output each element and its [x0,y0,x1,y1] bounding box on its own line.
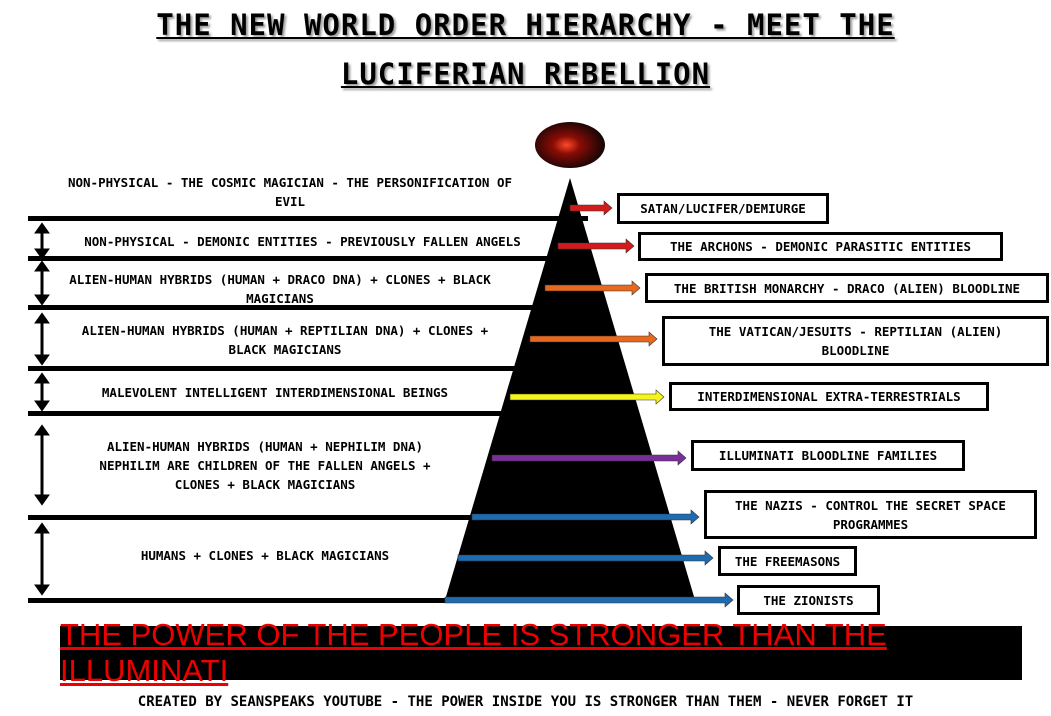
pointer-arrow-icon [444,592,734,608]
level-label: ALIEN-HUMAN HYBRIDS (HUMAN + NEPHILIM DN… [99,439,431,492]
pyramid [445,178,695,600]
group-label: THE BRITISH MONARCHY - DRACO (ALIEN) BLO… [673,280,1021,296]
level-divider [28,411,588,416]
pointer-arrow-icon [557,238,635,254]
group-box: INTERDIMENSIONAL EXTRA-TERRESTRIALS [669,382,989,411]
group-label: THE NAZIS - CONTROL THE SECRET SPACE PRO… [735,497,1006,532]
level-label: ALIEN-HUMAN HYBRIDS (HUMAN + REPTILIAN D… [81,323,489,357]
double-arrow-icon [34,424,50,506]
level-divider [28,216,588,221]
group-box: THE VATICAN/JESUITS - REPTILIAN (ALIEN) … [662,316,1049,366]
footer-credit: CREATED BY SEANSPEAKS YOUTUBE - THE POWE… [137,694,914,710]
level-divider [28,366,588,371]
group-box: THE ZIONISTS [737,585,880,615]
level-label: HUMANS + CLONES + BLACK MAGICIANS [140,548,390,563]
pointer-arrow-icon [529,331,658,347]
slogan-banner: THE POWER OF THE PEOPLE IS STRONGER THAN… [60,617,1022,688]
pointer-arrow-icon [491,450,687,466]
group-label: THE ZIONISTS [763,592,854,608]
group-label: ILLUMINATI BLOODLINE FAMILIES [718,448,938,463]
level-label: NON-PHYSICAL - DEMONIC ENTITIES - PREVIO… [84,234,521,249]
level-divider [28,515,588,520]
double-arrow-icon [34,522,50,596]
pointer-arrow-icon [457,550,714,566]
group-box: ILLUMINATI BLOODLINE FAMILIES [691,440,965,471]
eye-icon [535,122,605,168]
level-label: ALIEN-HUMAN HYBRIDS (HUMAN + DRACO DNA) … [69,272,491,306]
level-divider [28,256,588,261]
level-label: MALEVOLENT INTELLIGENT INTERDIMENSIONAL … [101,385,449,400]
double-arrow-icon [34,260,50,306]
group-box: THE FREEMASONS [718,546,857,576]
pointer-arrow-icon [509,389,665,405]
level-divider [28,305,588,310]
group-label: SATAN/LUCIFER/DEMIURGE [640,201,806,216]
pointer-arrow-icon [544,280,641,296]
double-arrow-icon [34,372,50,412]
double-arrow-icon [34,312,50,366]
group-box: SATAN/LUCIFER/DEMIURGE [617,193,829,224]
group-box: THE NAZIS - CONTROL THE SECRET SPACE PRO… [704,490,1037,539]
double-arrow-icon [34,222,50,260]
group-label: THE FREEMASONS [734,553,841,569]
group-box: THE ARCHONS - DEMONIC PARASITIC ENTITIES [638,232,1003,261]
title-line-2: LUCIFERIAN REBELLION [340,57,711,91]
group-label: THE VATICAN/JESUITS - REPTILIAN (ALIEN) … [708,324,1003,358]
level-divider [28,598,588,603]
pointer-arrow-icon [471,509,700,525]
group-label: THE ARCHONS - DEMONIC PARASITIC ENTITIES [669,239,972,254]
title-line-1: THE NEW WORLD ORDER HIERARCHY - MEET THE [156,8,895,42]
pointer-arrow-icon [569,200,613,216]
group-box: THE BRITISH MONARCHY - DRACO (ALIEN) BLO… [645,273,1049,303]
group-label: INTERDIMENSIONAL EXTRA-TERRESTRIALS [697,389,961,404]
level-label: NON-PHYSICAL - THE COSMIC MAGICIAN - THE… [67,175,512,209]
